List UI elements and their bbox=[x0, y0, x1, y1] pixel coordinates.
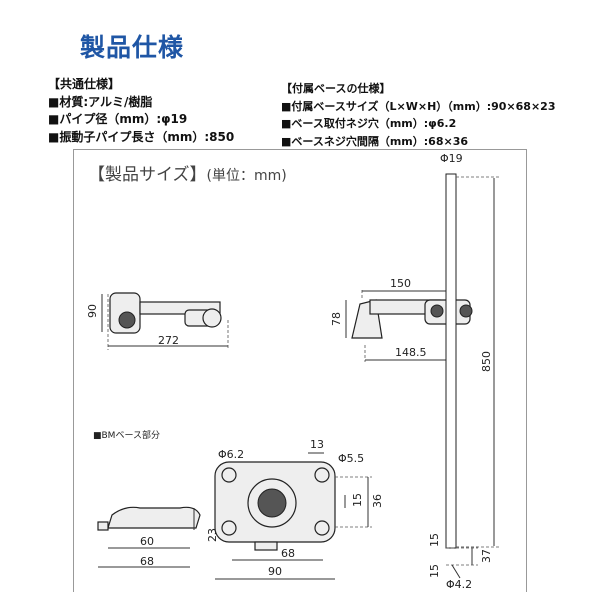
base-68-label: 68 bbox=[281, 547, 295, 560]
pipe-bottom-label-b: 15 bbox=[428, 564, 441, 578]
side-view-drawing bbox=[101, 292, 229, 350]
side-height-label: 90 bbox=[86, 304, 99, 318]
base-side-drawing bbox=[97, 506, 201, 568]
page-title: 製品仕様 bbox=[80, 33, 185, 62]
base-specs: 【付属ベースの仕様】 ■付属ベースサイズ（L×W×H）（mm）:90×68×23… bbox=[281, 80, 555, 150]
base-side-68-label: 68 bbox=[140, 555, 154, 568]
side-length-label: 272 bbox=[158, 334, 179, 347]
base-top-drawing bbox=[214, 452, 372, 580]
common-specs: 【共通仕様】 ■材質:アルミ/樹脂 ■パイプ径（mm）:φ19 ■振動子パイプ長… bbox=[48, 76, 234, 146]
pipe-bottom-label-c: 37 bbox=[480, 549, 493, 563]
diagram-title: 【製品サイズ】 bbox=[88, 165, 207, 185]
base-hole-label: Φ6.2 bbox=[218, 448, 244, 461]
spec-item: ■材質:アルミ/樹脂 bbox=[48, 94, 153, 109]
spec-item: ■ベースネジ穴間隔（mm）:68×36 bbox=[281, 134, 468, 148]
arm-length-label: 150 bbox=[390, 277, 411, 290]
base-90-label: 90 bbox=[268, 565, 282, 578]
base-36-label: 36 bbox=[371, 494, 384, 508]
base-15-label: 15 bbox=[351, 493, 364, 507]
bm-base-label: ■BMベース部分 bbox=[93, 429, 160, 441]
pipe-diameter-label: Φ19 bbox=[440, 152, 463, 165]
diagram-frame bbox=[73, 149, 527, 592]
base-13-label: 13 bbox=[310, 438, 324, 451]
spec-item: ■ベース取付ネジ穴（mm）:φ6.2 bbox=[281, 117, 457, 130]
base-side-60-label: 60 bbox=[140, 535, 154, 548]
spec-item: ■付属ベースサイズ（L×W×H）（mm）:90×68×23 bbox=[281, 99, 556, 113]
arm-offset-label: 148.5 bbox=[395, 346, 427, 359]
spec-item: ■振動子パイプ長さ（mm）:850 bbox=[48, 129, 235, 144]
diagram-label: 【製品サイズ】(単位：mm) bbox=[88, 160, 287, 185]
base-slot-label: Φ5.5 bbox=[338, 452, 364, 465]
diagram-unit: (単位：mm) bbox=[206, 168, 287, 184]
arm-height-label: 78 bbox=[330, 312, 343, 326]
common-specs-heading: 【共通仕様】 bbox=[48, 77, 121, 91]
pipe-hole-label: Φ4.2 bbox=[446, 578, 472, 591]
base-specs-heading: 【付属ベースの仕様】 bbox=[281, 82, 391, 95]
pipe-length-label: 850 bbox=[480, 351, 493, 372]
pipe-bottom-label-a: 15 bbox=[428, 533, 441, 547]
pipe-drawing bbox=[445, 173, 500, 579]
spec-item: ■パイプ径（mm）:φ19 bbox=[48, 112, 188, 126]
